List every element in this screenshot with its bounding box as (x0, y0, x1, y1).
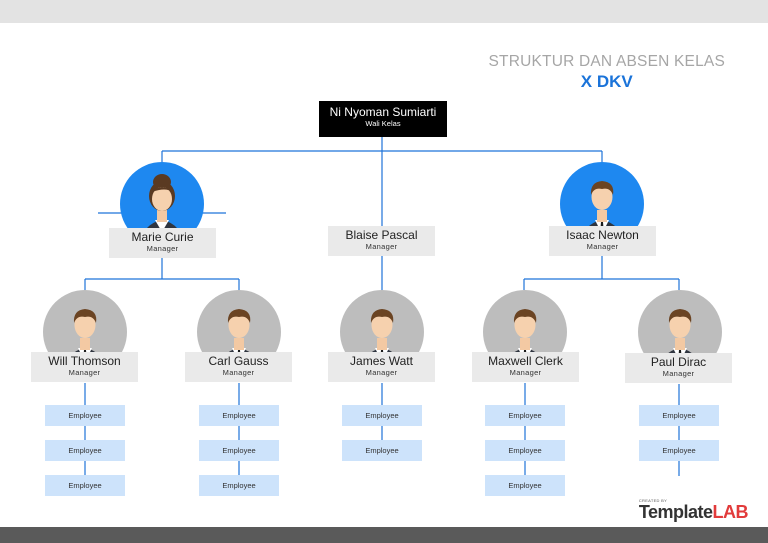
chart-heading: STRUKTUR DAN ABSEN KELAS X DKV (489, 53, 726, 92)
employee-box[interactable]: Employee (45, 475, 125, 496)
logo-template-text: Template (638, 502, 713, 522)
node-name: Carl Gauss (208, 354, 269, 368)
employee-box[interactable]: Employee (485, 440, 565, 461)
node-role: Manager (662, 369, 695, 378)
employee-box[interactable]: Employee (45, 405, 125, 426)
employee-box[interactable]: Employee (199, 440, 279, 461)
node-name: Marie Curie (131, 230, 194, 244)
employee-box[interactable]: Employee (199, 475, 279, 496)
top-node-name: Ni Nyoman Sumiarti (329, 105, 437, 119)
employee-box[interactable]: Employee (199, 405, 279, 426)
node-will-thomson[interactable]: Will Thomson Manager (31, 352, 138, 382)
employee-box[interactable]: Employee (342, 440, 422, 461)
employee-box[interactable]: Employee (639, 405, 719, 426)
logo-lab-text: LAB (712, 502, 749, 522)
top-node[interactable]: Ni Nyoman Sumiarti Wali Kelas (319, 101, 447, 137)
node-role: Manager (146, 244, 179, 253)
node-role: Manager (509, 368, 542, 377)
employee-box[interactable]: Employee (342, 405, 422, 426)
node-name: Blaise Pascal (345, 228, 418, 242)
node-blaise-pascal[interactable]: Blaise Pascal Manager (328, 226, 435, 256)
employee-box[interactable]: Employee (639, 440, 719, 461)
heading-subtitle: X DKV (580, 72, 633, 91)
node-role: Manager (365, 242, 398, 251)
heading-title: STRUKTUR DAN ABSEN KELAS (488, 53, 725, 70)
bottom-bar (0, 527, 768, 543)
logo-created-by: CREATED BY (638, 498, 668, 503)
node-isaac-newton[interactable]: Isaac Newton Manager (549, 226, 656, 256)
top-node-role: Wali Kelas (365, 119, 401, 128)
employee-box[interactable]: Employee (485, 405, 565, 426)
node-role: Manager (365, 368, 398, 377)
node-james-watt[interactable]: James Watt Manager (328, 352, 435, 382)
node-role: Manager (68, 368, 101, 377)
node-paul-dirac[interactable]: Paul Dirac Manager (625, 353, 732, 383)
node-marie-curie[interactable]: Marie Curie Manager (109, 228, 216, 258)
node-name: Maxwell Clerk (488, 354, 563, 368)
employee-box[interactable]: Employee (45, 440, 125, 461)
node-role: Manager (222, 368, 255, 377)
node-name: Will Thomson (48, 354, 121, 368)
node-role: Manager (586, 242, 619, 251)
top-bar (0, 0, 768, 23)
node-carl-gauss[interactable]: Carl Gauss Manager (185, 352, 292, 382)
node-name: Paul Dirac (650, 355, 707, 369)
templatelab-logo: CREATED BY TemplateLAB (638, 498, 749, 522)
node-maxwell-clerk[interactable]: Maxwell Clerk Manager (472, 352, 579, 382)
node-name: James Watt (350, 354, 413, 368)
employee-box[interactable]: Employee (485, 475, 565, 496)
logo-wordmark: TemplateLAB (638, 502, 749, 522)
node-name: Isaac Newton (566, 228, 639, 242)
